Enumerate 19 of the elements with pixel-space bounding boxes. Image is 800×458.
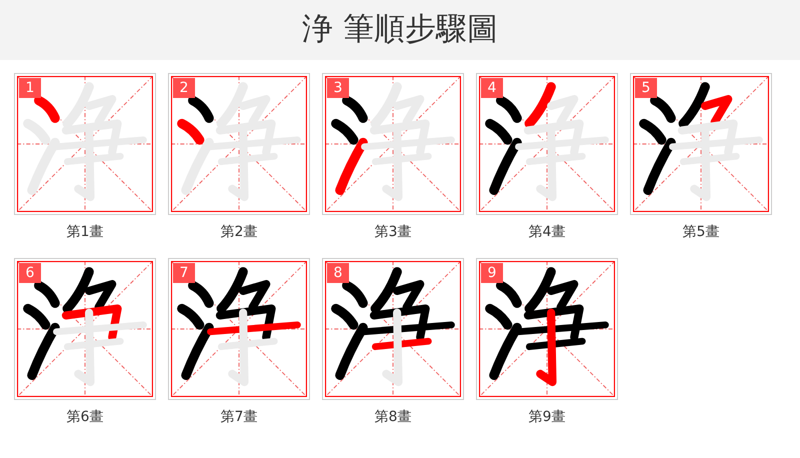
step-caption: 第5畫 bbox=[682, 223, 720, 241]
step-number: 9 bbox=[481, 263, 503, 283]
step-number: 4 bbox=[481, 78, 503, 98]
step-number: 8 bbox=[327, 263, 349, 283]
step-caption: 第6畫 bbox=[66, 408, 104, 426]
step-number: 3 bbox=[327, 78, 349, 98]
step-caption: 第4畫 bbox=[528, 223, 566, 241]
step-caption: 第8畫 bbox=[374, 408, 412, 426]
page-title: 浄 筆順步驟圖 bbox=[302, 10, 498, 49]
step-caption: 第2畫 bbox=[220, 223, 258, 241]
step-caption: 第1畫 bbox=[66, 223, 104, 241]
step-number: 6 bbox=[19, 263, 41, 283]
step-caption: 第9畫 bbox=[528, 408, 566, 426]
step-caption: 第3畫 bbox=[374, 223, 412, 241]
step-number: 5 bbox=[635, 78, 657, 98]
step-number: 2 bbox=[173, 78, 195, 98]
step-number: 1 bbox=[19, 78, 41, 98]
step-number: 7 bbox=[173, 263, 195, 283]
step-caption: 第7畫 bbox=[220, 408, 258, 426]
